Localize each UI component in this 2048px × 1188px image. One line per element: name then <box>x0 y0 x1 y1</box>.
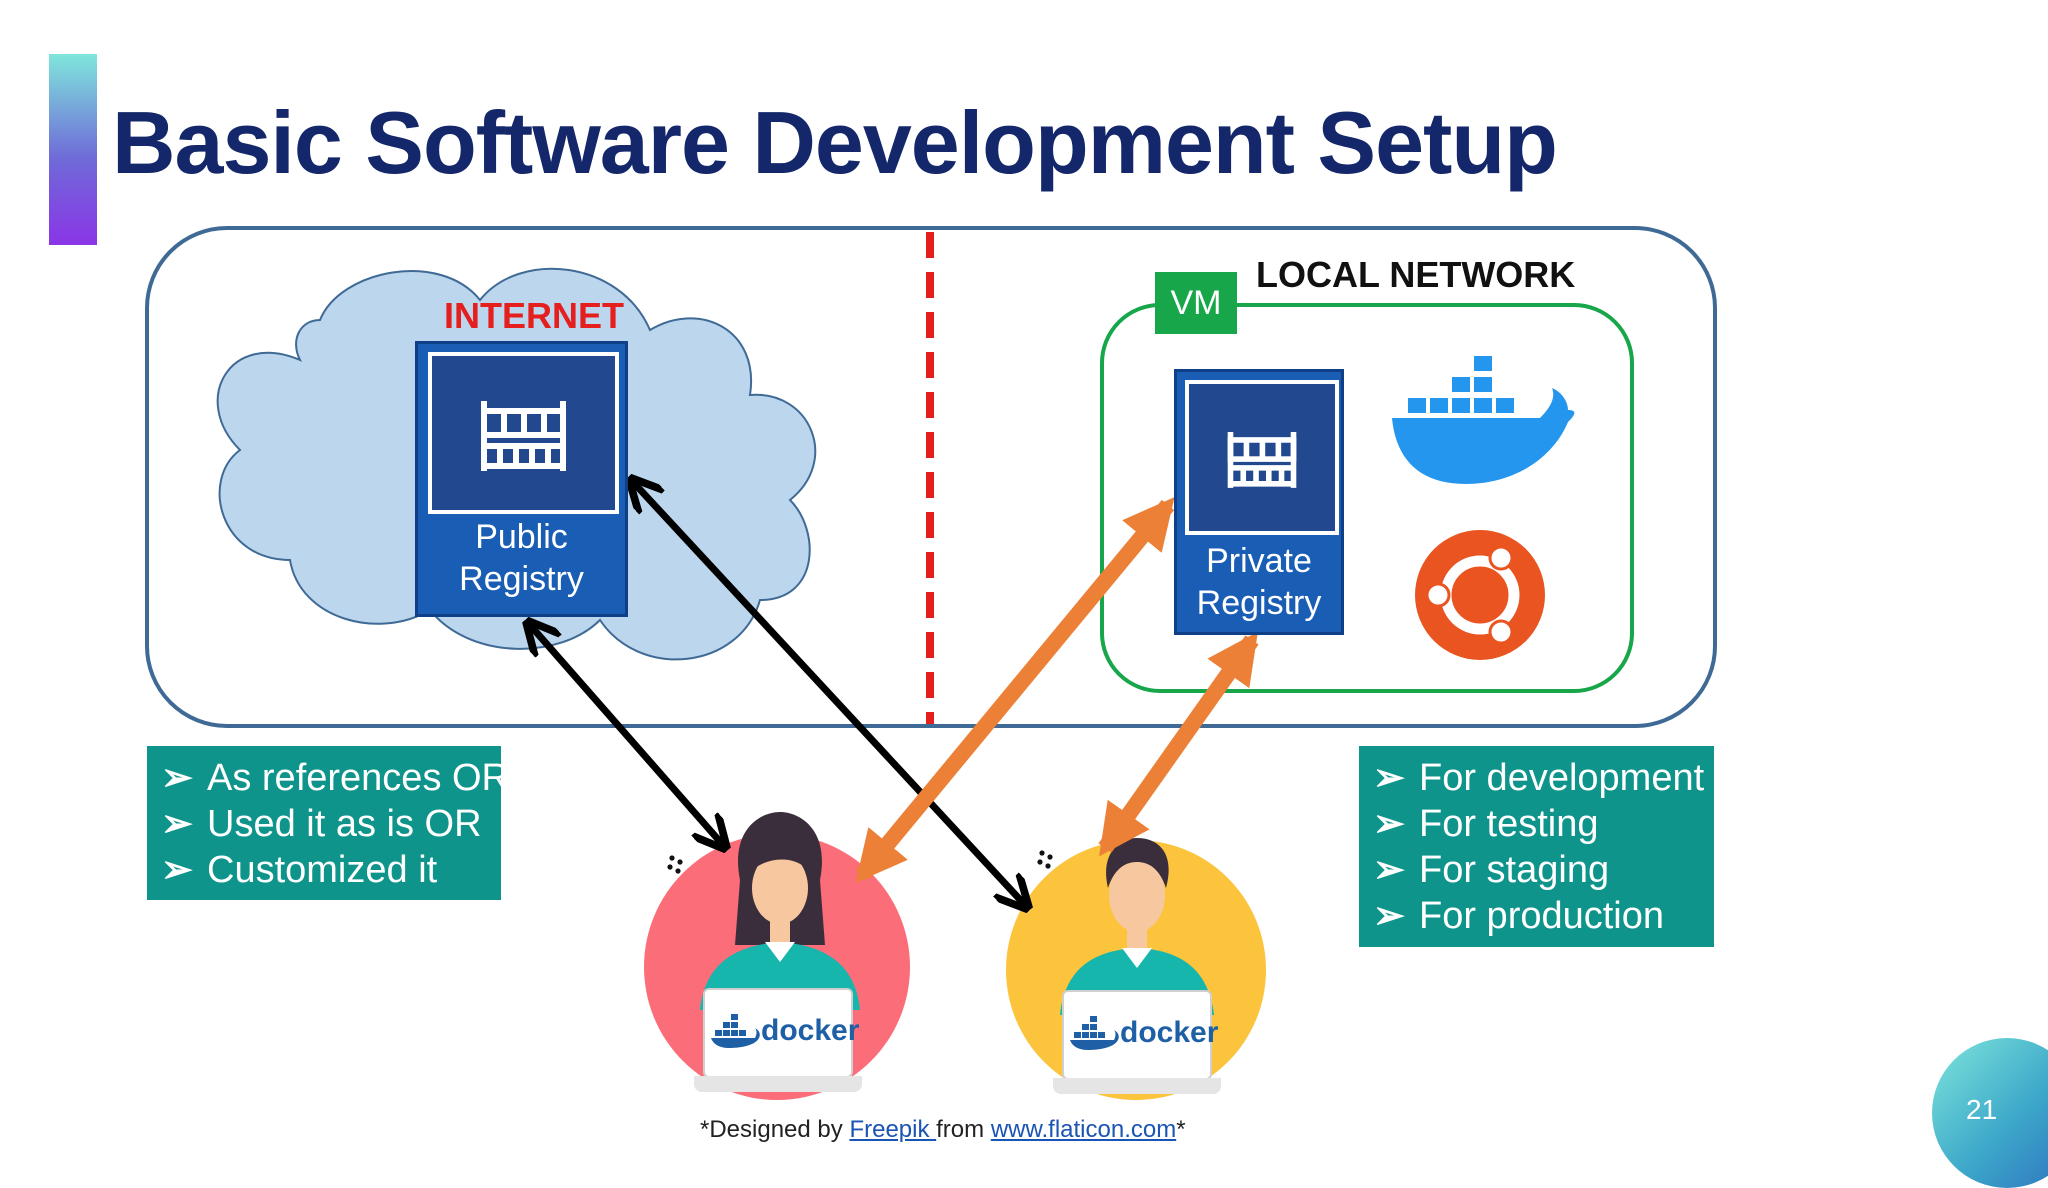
image-credit: *Designed by Freepik from www.flaticon.c… <box>700 1116 1186 1143</box>
docker-logo-icon <box>711 1014 760 1048</box>
slide-title: Basic Software Development Setup <box>112 93 1558 192</box>
list-item: ➢As references OR <box>161 757 509 799</box>
internet-label: INTERNET <box>444 295 624 336</box>
title-accent-bar <box>49 54 97 245</box>
laptop-male: docker <box>1062 990 1218 1080</box>
private-registry-uses-box: ➢For development ➢For testing ➢For stagi… <box>1359 746 1714 947</box>
ubuntu-icon <box>1415 530 1545 660</box>
local-network-label: LOCAL NETWORK <box>1256 254 1576 295</box>
list-item: ➢For production <box>1373 895 1665 937</box>
registry-icon <box>428 352 619 514</box>
setup-diagram <box>145 226 1717 1100</box>
list-item: ➢For testing <box>1373 803 1599 845</box>
list-item: ➢For development <box>1373 757 1705 799</box>
docker-whale-icon <box>1392 356 1575 484</box>
freepik-link[interactable]: Freepik <box>849 1116 937 1143</box>
private-registry-box: Private Registry <box>1174 369 1344 635</box>
public-registry-box: Public Registry <box>415 341 628 617</box>
private-registry-label-line1: Private <box>1206 542 1312 580</box>
flaticon-link[interactable]: www.flaticon.com <box>990 1116 1177 1143</box>
public-registry-uses-box: ➢As references OR ➢Used it as is OR ➢Cus… <box>147 746 509 900</box>
list-item: ➢For staging <box>1373 849 1610 891</box>
laptop-base <box>1053 1078 1221 1094</box>
docker-logo-icon <box>1070 1016 1119 1050</box>
list-item: ➢Customized it <box>161 849 438 891</box>
registry-icon <box>1185 380 1339 535</box>
list-item: ➢Used it as is OR <box>161 803 482 845</box>
laptop-female: docker <box>703 988 859 1078</box>
laptop-brand-label: docker <box>1120 1016 1219 1049</box>
vm-badge: VM <box>1155 272 1237 334</box>
laptop-brand-label: docker <box>761 1014 860 1047</box>
public-registry-label-line2: Registry <box>459 560 584 598</box>
arrow-public-to-male <box>633 482 1025 905</box>
private-registry-label-line2: Registry <box>1196 584 1322 622</box>
arrow-private-to-male <box>1098 631 1259 857</box>
public-registry-label-line1: Public <box>475 518 568 556</box>
page-number: 21 <box>1966 1094 1998 1125</box>
laptop-base <box>694 1076 862 1092</box>
arrow-private-to-female <box>855 497 1175 883</box>
